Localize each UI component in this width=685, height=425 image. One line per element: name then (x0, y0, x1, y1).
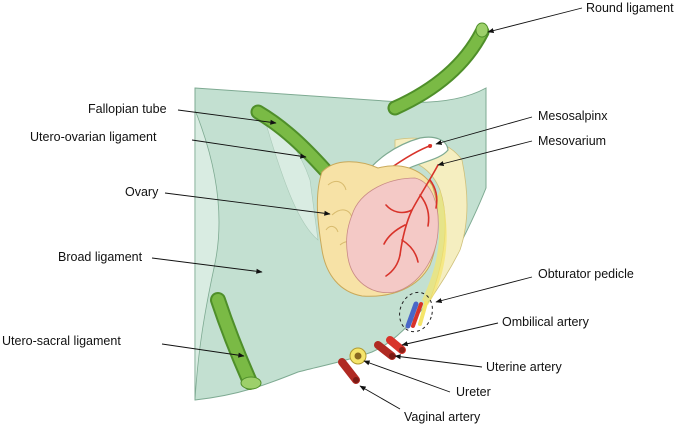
leader-ureter (363, 360, 451, 393)
label-ovary: Ovary (125, 185, 159, 199)
label-round-ligament: Round ligament (586, 1, 674, 15)
label-uterine-artery: Uterine artery (486, 360, 562, 374)
label-fallopian-tube: Fallopian tube (88, 102, 167, 116)
leader-ombilical-artery (401, 322, 499, 347)
leader-utero-ovarian (191, 139, 307, 159)
obturator-nerve (418, 301, 428, 326)
utero-sacral-end (240, 376, 262, 390)
label-ureter: Ureter (456, 385, 491, 399)
leader-vaginal-artery (359, 385, 401, 410)
leader-uterine-artery (394, 354, 483, 368)
mesovarium-region (394, 137, 468, 301)
leader-utero-sacral (161, 343, 245, 358)
label-ombilical-artery: Ombilical artery (502, 315, 590, 329)
leader-ovary (164, 192, 331, 216)
ovarian-artery-branches (383, 164, 439, 277)
label-mesovarium: Mesovarium (538, 134, 606, 148)
label-utero-ovarian-ligament: Utero-ovarian ligament (30, 130, 157, 144)
label-obturator-pedicle: Obturator pedicle (538, 267, 634, 281)
vaginal-artery-vessel (338, 358, 360, 384)
leader-fallopian-tube (177, 109, 277, 125)
label-mesosalpinx: Mesosalpinx (538, 109, 608, 123)
label-utero-sacral-ligament: Utero-sacral ligament (2, 334, 121, 348)
obturator-pedicle-outline (399, 291, 433, 333)
label-vaginal-artery: Vaginal artery (404, 410, 481, 424)
pedicle-yellow-strip (422, 190, 447, 305)
label-broad-ligament: Broad ligament (58, 250, 143, 264)
broad-ligament-front-fold (194, 109, 220, 401)
round-ligament-end (475, 22, 489, 38)
leader-round-ligament (487, 7, 583, 34)
leader-mesosalpinx (435, 116, 533, 145)
obturator-vein (405, 301, 419, 329)
obturator-artery (411, 302, 423, 328)
leader-obturator-pedicle (435, 276, 533, 304)
leader-broad-ligament (151, 257, 263, 274)
ovary-medulla (346, 177, 439, 294)
leader-mesovarium (437, 140, 533, 167)
